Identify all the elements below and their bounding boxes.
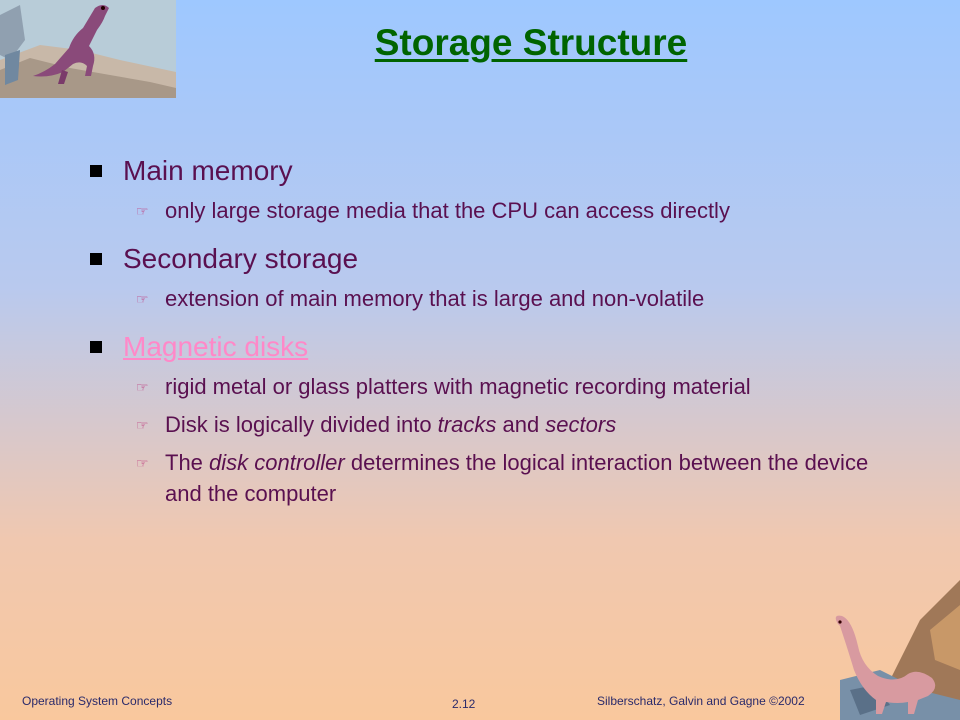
bullet-main-memory: Main memory <box>88 153 888 189</box>
dinosaur-bottom-right-icon <box>835 580 960 720</box>
subbullet-main-memory: ☞ only large storage media that the CPU … <box>88 195 888 226</box>
square-bullet-icon <box>90 165 102 177</box>
subbullet-secondary-storage: ☞ extension of main memory that is large… <box>88 283 888 314</box>
square-bullet-icon <box>90 341 102 353</box>
bullet-secondary-storage: Secondary storage <box>88 241 888 277</box>
slide-title: Storage Structure <box>374 22 688 63</box>
pointing-hand-icon: ☞ <box>136 455 149 471</box>
footer-page-number: 2.12 <box>452 697 476 711</box>
footer-authors: Silberschatz, Galvin and Gagne ©2002 <box>597 694 805 708</box>
pointing-hand-icon: ☞ <box>136 417 149 433</box>
bullet-list: Main memory ☞ only large storage media t… <box>88 153 888 509</box>
magnetic-disks-link[interactable]: Magnetic disks <box>123 331 309 362</box>
subbullet-disk-platters: ☞ rigid metal or glass platters with mag… <box>88 371 888 402</box>
pointing-hand-icon: ☞ <box>136 203 149 219</box>
bullet-magnetic-disks: Magnetic disks <box>88 329 888 365</box>
square-bullet-icon <box>90 253 102 265</box>
dinosaur-top-left-icon <box>0 0 176 98</box>
footer-course-title: Operating System Concepts <box>22 694 173 708</box>
subbullet-tracks-sectors: ☞ Disk is logically divided into tracks … <box>88 409 888 440</box>
pointing-hand-icon: ☞ <box>136 379 149 395</box>
subbullet-disk-controller: ☞ The disk controller determines the log… <box>136 450 869 506</box>
pointing-hand-icon: ☞ <box>136 291 149 307</box>
